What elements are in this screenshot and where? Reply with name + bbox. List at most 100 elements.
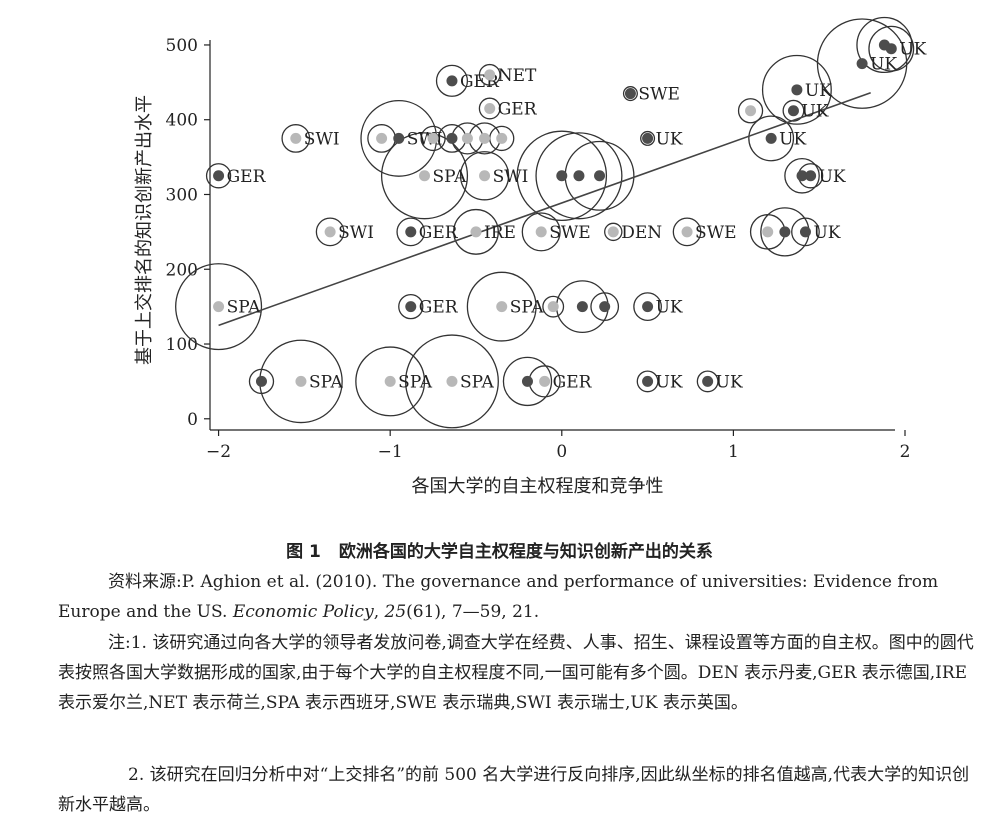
bubble-outline: [355, 346, 426, 417]
bubble-outline: [672, 217, 702, 247]
point-label: SWI: [304, 129, 340, 149]
data-point: [599, 301, 611, 313]
point-label: UK: [656, 298, 683, 318]
data-point: [496, 132, 508, 144]
figure-title: 欧洲各国的大学自主权程度与知识创新产出的关系: [338, 542, 713, 562]
point-label: GER: [553, 372, 593, 392]
point-label: SWE: [638, 85, 680, 105]
bubble-outline: [516, 130, 608, 222]
y-tick-label: 300: [166, 185, 198, 205]
x-tick-label: 1: [728, 442, 739, 462]
point-label: SPA: [398, 372, 433, 392]
figure-number: 图 1: [286, 542, 321, 562]
y-tick-label: 0: [187, 410, 198, 430]
point-label: SWI: [493, 167, 529, 187]
data-point: [702, 375, 714, 387]
x-tick-label: 0: [556, 442, 567, 462]
point-label: UK: [805, 81, 832, 101]
circles-layer: [175, 16, 915, 429]
x-tick-label: −1: [378, 442, 403, 462]
point-label: DEN: [621, 223, 662, 243]
point-label: UK: [819, 167, 846, 187]
bubble-outline: [281, 124, 311, 153]
bubble-outline: [816, 18, 908, 109]
data-point: [642, 132, 654, 144]
data-point: [556, 170, 568, 182]
point-label: SPA: [510, 298, 545, 318]
data-point: [213, 170, 225, 182]
point-label: UK: [656, 129, 683, 149]
point-label: SPA: [309, 372, 344, 392]
data-point: [535, 226, 547, 238]
data-point: [393, 132, 405, 144]
data-point: [419, 170, 431, 182]
y-tick-label: 500: [166, 36, 198, 56]
bubble-outline: [205, 163, 232, 189]
data-point: [446, 375, 458, 387]
bubble-outline: [521, 212, 561, 252]
bubble-outline: [315, 217, 345, 247]
bubble-outline: [175, 263, 263, 351]
bubble-outline: [466, 271, 537, 342]
bubble-outline: [459, 151, 510, 201]
bubble-outline: [404, 334, 499, 429]
bubble-outline: [535, 132, 623, 220]
source-volume: 25: [384, 602, 407, 622]
data-point: [642, 375, 654, 387]
bubble-outline: [420, 125, 446, 152]
bubble-outline: [636, 370, 659, 393]
bubble-outline: [696, 370, 719, 393]
data-point: [805, 170, 817, 182]
x-tick-label: 2: [900, 442, 911, 462]
data-point: [547, 301, 559, 313]
point-label: SPA: [227, 298, 262, 318]
bubble-outline: [604, 222, 623, 242]
bubble-outline: [478, 97, 501, 120]
point-label: GER: [498, 100, 538, 120]
bubble-outline: [590, 292, 620, 322]
point-label: GER: [419, 223, 459, 243]
data-point: [213, 301, 225, 313]
data-point: [405, 226, 417, 238]
point-label: UK: [899, 40, 926, 60]
data-point: [461, 132, 473, 144]
data-point: [642, 301, 654, 313]
x-axis-label: 各国大学的自主权程度和竞争性: [412, 476, 664, 497]
data-point: [576, 301, 588, 313]
point-label: SWE: [695, 223, 737, 243]
bubble-outline: [380, 132, 469, 220]
point-label: UK: [813, 223, 840, 243]
point-label: GER: [419, 298, 459, 318]
data-point: [539, 375, 551, 387]
bubble-outline: [396, 217, 426, 247]
bubble-outline: [761, 54, 832, 125]
point-label: GER: [227, 167, 267, 187]
point-label: UK: [801, 102, 828, 122]
data-point: [446, 75, 458, 87]
bubble-outline: [791, 217, 820, 247]
source-rest: (61), 7—59, 21.: [406, 602, 540, 622]
data-point: [496, 301, 508, 313]
data-point: [745, 105, 757, 117]
bubble-outline: [622, 86, 638, 102]
y-tick-label: 200: [166, 260, 198, 280]
bubble-outline: [435, 64, 469, 97]
source-prefix: 资料来源:P. Aghion et al. (2010). The govern…: [58, 572, 939, 622]
point-label: SPA: [433, 167, 468, 187]
data-point: [799, 226, 811, 238]
data-point: [376, 132, 388, 144]
note-1: 注:1. 该研究通过向各大学的领导者发放问卷,调查大学在经费、人事、招生、课程设…: [58, 633, 974, 713]
data-point: [324, 226, 336, 238]
data-point: [624, 88, 636, 100]
data-point: [384, 375, 396, 387]
data-point: [470, 226, 482, 238]
data-point: [779, 226, 791, 238]
data-point: [594, 170, 606, 182]
data-point: [765, 132, 777, 144]
data-point: [607, 226, 619, 238]
y-axis-label: 基于上交排名的知识创新产出水平: [134, 95, 155, 365]
data-point: [796, 170, 808, 182]
bubble-outline: [398, 293, 424, 320]
